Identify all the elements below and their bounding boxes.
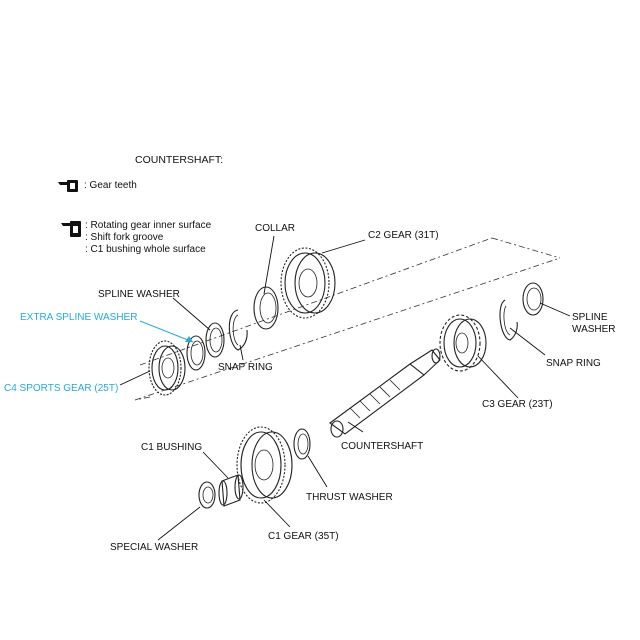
diagram-title: COUNTERSHAFT: bbox=[135, 154, 223, 166]
label-c1-gear: C1 GEAR (35T) bbox=[268, 531, 339, 542]
label-thrust-washer: THRUST WASHER bbox=[306, 492, 393, 503]
leader-extra-spline-washer-arrow bbox=[185, 336, 193, 342]
c1-bushing bbox=[218, 474, 244, 507]
leader-spline-washer-left bbox=[172, 297, 211, 331]
label-c1-bushing: C1 BUSHING bbox=[141, 442, 202, 453]
label-c2-gear: C2 GEAR (31T) bbox=[368, 230, 439, 241]
label-c4-sports-gear: C4 SPORTS GEAR (25T) bbox=[4, 383, 118, 394]
label-extra-spline-washer: EXTRA SPLINE WASHER bbox=[20, 312, 137, 323]
label-spline-washer-right-1: SPLINE bbox=[572, 312, 608, 323]
collar bbox=[253, 286, 279, 330]
leader-countershaft bbox=[347, 421, 364, 433]
leader-snap-ring-left bbox=[239, 344, 244, 361]
leader-extra-spline-washer bbox=[139, 320, 194, 343]
leader-thrust-washer bbox=[307, 455, 328, 488]
leader-c2-gear bbox=[321, 239, 366, 254]
c1-gear bbox=[236, 426, 293, 504]
leader-c1-gear bbox=[263, 499, 291, 528]
label-spline-washer-left: SPLINE WASHER bbox=[98, 289, 180, 300]
spline-washer-left bbox=[205, 322, 225, 358]
label-c3-gear: C3 GEAR (23T) bbox=[482, 399, 553, 410]
leader-c3-gear bbox=[477, 355, 519, 399]
legend-line-1: : Rotating gear inner surface bbox=[85, 220, 212, 231]
spline-washer-right bbox=[522, 282, 544, 316]
label-spline-washer-right-2: WASHER bbox=[572, 324, 616, 335]
legend-line-2: : Shift fork groove bbox=[85, 232, 164, 243]
oil-can-icon bbox=[58, 180, 78, 192]
label-special-washer: SPECIAL WASHER bbox=[110, 542, 198, 553]
extra-spline-washer bbox=[186, 335, 206, 371]
c2-gear bbox=[280, 247, 336, 319]
countershaft-part bbox=[329, 348, 441, 438]
legend-gear-teeth: : Gear teeth bbox=[84, 180, 137, 191]
thrust-washer bbox=[293, 428, 311, 460]
c3-gear bbox=[439, 314, 487, 372]
label-collar: COLLAR bbox=[255, 223, 295, 234]
label-countershaft: COUNTERSHAFT bbox=[341, 441, 423, 452]
label-snap-ring-right: SNAP RING bbox=[546, 358, 601, 369]
leader-c4-sports-gear bbox=[119, 370, 151, 386]
leader-c1-bushing bbox=[202, 451, 229, 479]
label-snap-ring-left: SNAP RING bbox=[218, 362, 273, 373]
leader-special-washer bbox=[157, 506, 201, 541]
legend-line-3: : C1 bushing whole surface bbox=[85, 244, 206, 255]
leader-spline-washer-right bbox=[539, 302, 571, 317]
leader-collar bbox=[263, 235, 275, 295]
snap-ring-right bbox=[499, 299, 518, 341]
snap-ring-left bbox=[228, 309, 248, 351]
special-washer bbox=[198, 481, 216, 509]
leader-snap-ring-right bbox=[509, 327, 546, 356]
oil-can-icon bbox=[61, 221, 81, 237]
assembly-axis-outline bbox=[134, 237, 561, 401]
c4-sports-gear bbox=[148, 340, 186, 396]
